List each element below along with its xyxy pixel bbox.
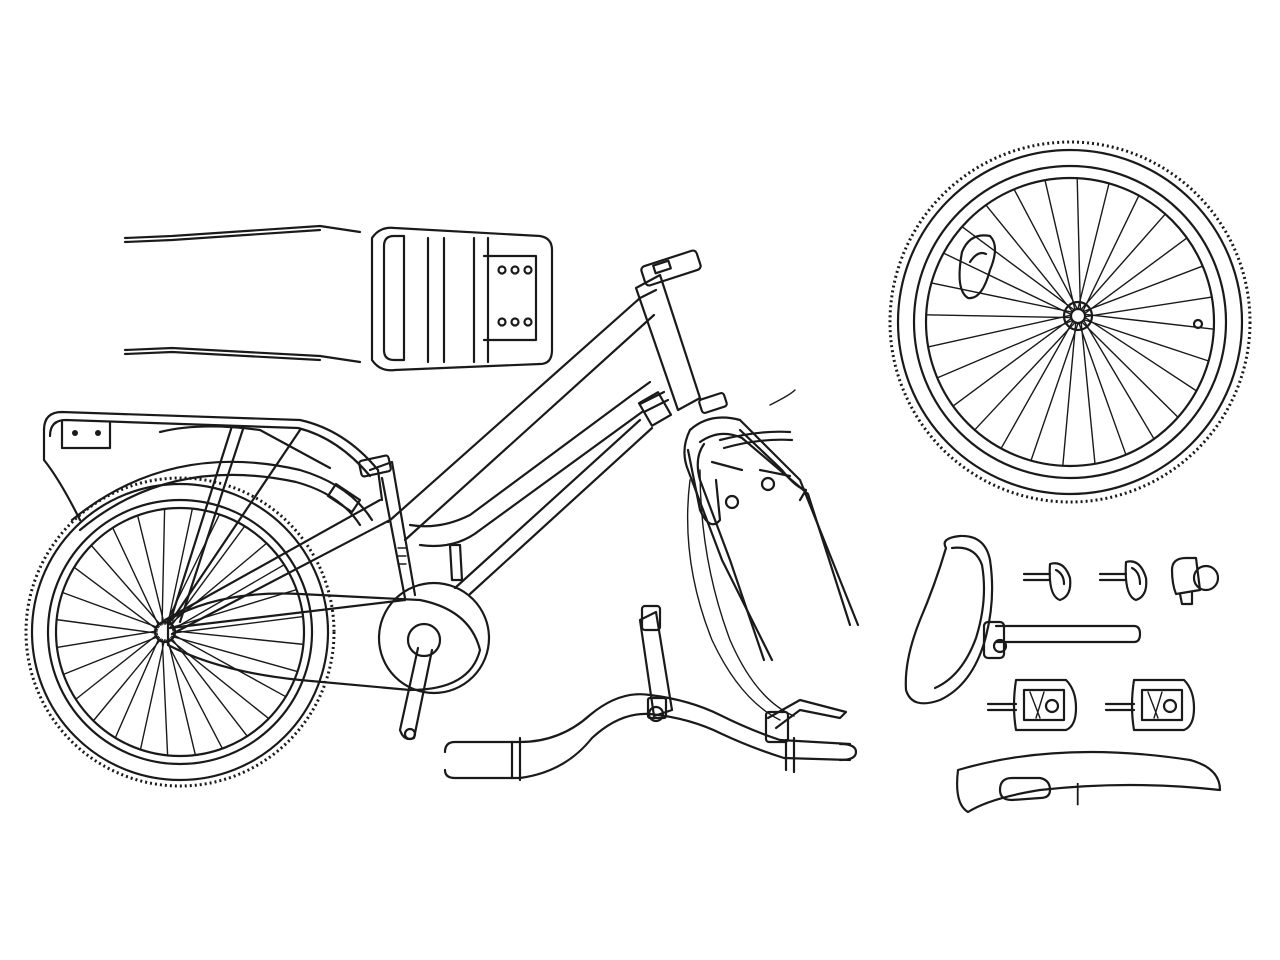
spoke	[90, 544, 162, 626]
spoke	[161, 508, 166, 626]
pedal-right	[1104, 678, 1196, 732]
spoke	[1084, 319, 1210, 362]
spoke	[1080, 213, 1166, 310]
spoke	[936, 320, 1073, 379]
fender-mark: |	[1074, 781, 1081, 806]
front-wheel	[888, 140, 1252, 504]
frame-with-rear-wheel	[24, 249, 702, 788]
spoke	[161, 638, 169, 757]
spoke	[73, 566, 159, 631]
spoke	[167, 507, 194, 626]
spoke	[1030, 323, 1079, 462]
spoke	[75, 633, 159, 700]
spoke	[1044, 179, 1076, 310]
spoke	[1076, 177, 1082, 310]
front-fender: |	[956, 750, 1222, 814]
spoke	[1083, 320, 1155, 440]
rear-rack	[123, 224, 554, 372]
spoke	[92, 638, 162, 722]
bolt-part	[1098, 560, 1148, 602]
spoke	[1062, 322, 1077, 467]
spoke	[930, 282, 1072, 313]
spoke	[61, 591, 159, 629]
spoke	[56, 630, 158, 649]
spoke	[1078, 323, 1127, 456]
spoke	[1013, 188, 1078, 309]
spoke	[985, 204, 1073, 312]
spoke	[1084, 237, 1188, 314]
spoke	[1083, 265, 1204, 312]
spoke	[1000, 321, 1074, 450]
rear-wheel	[24, 476, 336, 788]
spoke	[961, 226, 1075, 311]
pedal-left	[986, 678, 1078, 732]
spoke	[974, 322, 1076, 431]
bell-icon	[1170, 556, 1220, 606]
spoke	[55, 618, 158, 634]
spoke	[1085, 296, 1213, 318]
spoke	[1080, 322, 1096, 465]
spoke	[927, 314, 1071, 348]
spoke	[925, 314, 1071, 319]
spoke	[1085, 317, 1198, 392]
spoke	[170, 588, 298, 629]
spoke	[136, 514, 165, 625]
spoke	[172, 615, 304, 634]
spoke	[942, 252, 1071, 315]
spoke	[1085, 313, 1215, 330]
spoke	[1081, 321, 1179, 418]
saddle-with-seatpost	[904, 534, 1142, 705]
spoke	[165, 639, 224, 750]
spoke	[112, 527, 160, 628]
spoke	[114, 636, 160, 739]
spoke	[171, 564, 285, 631]
bolts-and-bell	[1022, 556, 1220, 606]
spoke	[139, 639, 166, 751]
spoke	[170, 636, 248, 737]
spoke	[172, 630, 305, 646]
bolt-part	[1022, 562, 1072, 602]
spoke	[168, 638, 270, 720]
spoke	[167, 638, 197, 756]
front-fork-with-brake	[683, 389, 860, 721]
spoke	[1077, 182, 1110, 309]
spoke	[171, 633, 287, 698]
spoke	[62, 635, 160, 676]
spoke	[952, 318, 1072, 407]
spoke	[171, 635, 299, 673]
handlebar	[443, 604, 858, 782]
pedals	[986, 678, 1196, 732]
spoke	[1082, 194, 1140, 311]
